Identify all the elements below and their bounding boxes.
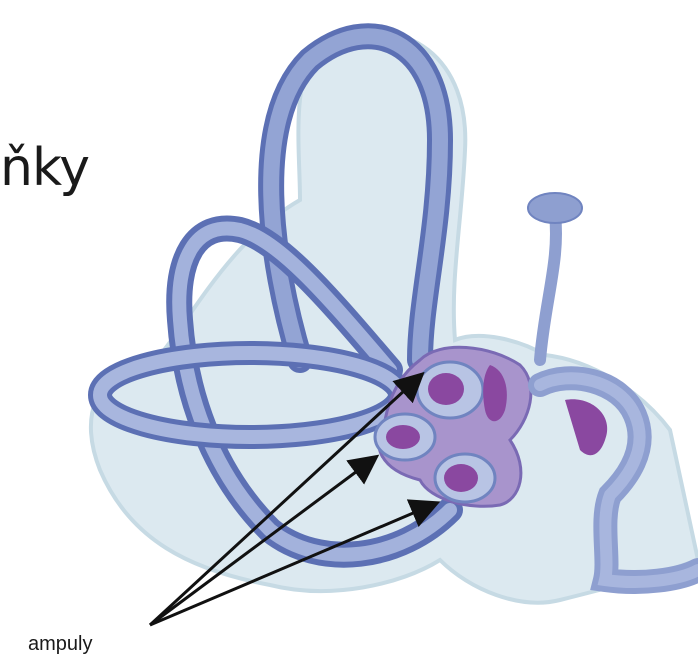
endolymphatic-sac bbox=[528, 193, 582, 223]
ampulla-callout-label: ampuly bbox=[28, 633, 92, 656]
ampulla-left bbox=[375, 414, 435, 460]
ampulla-upper bbox=[417, 362, 483, 418]
ampulla-lower bbox=[435, 454, 495, 502]
endolymphatic-duct bbox=[528, 193, 582, 360]
